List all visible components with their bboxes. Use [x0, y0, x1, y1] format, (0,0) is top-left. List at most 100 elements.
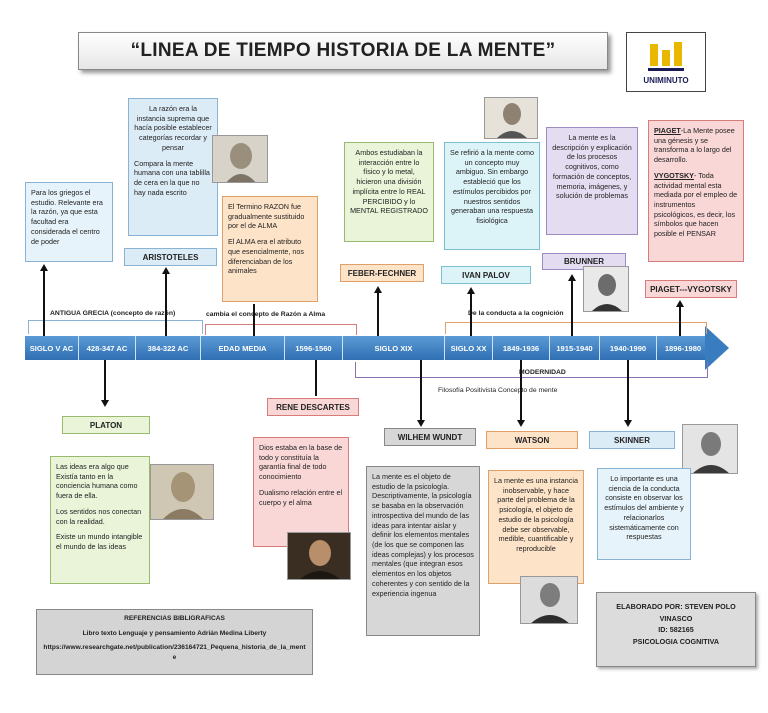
alma-box: El Termino RAZON fue gradualmente sustit…	[222, 196, 318, 302]
platon-box: Las ideas era algo que Existía tanto en …	[50, 456, 150, 584]
platon-text-3: Existe un mundo intangible el mundo de l…	[56, 532, 143, 552]
piaget-box: PIAGET-La Mente posee una génesis y se t…	[648, 120, 744, 262]
arrow-up-icon	[374, 286, 382, 293]
timeline-segment: 1896-1980	[664, 343, 702, 353]
watson-label: WATSON	[486, 431, 578, 449]
brunner-box: La mente es la descripción y explicación…	[546, 127, 638, 235]
timeline-segment: SIGLO XX	[445, 336, 493, 360]
uniminuto-logo: UNIMINUTO	[626, 32, 706, 92]
period-bracket-modernidad	[355, 362, 708, 378]
aristoteles-portrait	[212, 135, 268, 183]
timeline-segment: 1915-1940	[550, 336, 600, 360]
wundt-box: La mente es el objeto de estudio de la p…	[366, 466, 480, 636]
platon-portrait	[150, 464, 214, 520]
author-name: ELABORADO POR: STEVEN POLO VINASCO	[616, 602, 736, 623]
connector-line	[253, 304, 255, 336]
ivan-palov-label: IVAN PALOV	[441, 266, 531, 284]
vygotsky-text: - Toda actividad mental esta mediada por…	[654, 170, 738, 239]
piaget-text: -La Mente posee una génesis y se transfo…	[654, 126, 735, 165]
aristoteles-label: ARISTOTELES	[124, 248, 217, 266]
ivan-palov-box: Se refirió a la mente como un concepto m…	[444, 142, 540, 250]
timeline-segment: SIGLO V AC	[25, 336, 79, 360]
connector-line	[571, 280, 573, 336]
watson-portrait	[520, 576, 578, 624]
author-program: PSICOLOGIA COGNITIVA	[632, 636, 720, 646]
alma-text-2: El ALMA era el atributo que esencialment…	[228, 237, 304, 276]
ivan-palov-text: Se refirió a la mente como un concepto m…	[450, 148, 534, 226]
descartes-box: Dios estaba en la base de todo y constit…	[253, 437, 349, 547]
timeline-segment: 1596-1560	[285, 336, 343, 360]
period-bracket-antigua	[28, 320, 203, 334]
skinner-text: Lo importante es una ciencia de la condu…	[604, 474, 684, 542]
arrow-down-icon	[101, 400, 109, 407]
page-title: “LINEA DE TIEMPO HISTORIA DE LA MENTE”	[78, 32, 608, 70]
connector-line	[377, 292, 379, 336]
arrow-down-icon	[517, 420, 525, 427]
period-label-positivista: Filosofía Positivista Concepto de mente	[438, 387, 558, 394]
connector-line	[520, 360, 522, 420]
aristoteles-text-2: Compara la mente humana con una tablilla…	[134, 158, 210, 197]
connector-line	[104, 360, 106, 400]
ivan-palov-portrait	[484, 97, 538, 139]
timeline-segment: SIGLO XIX	[343, 336, 445, 360]
timeline-segment: 1849-1936	[493, 336, 550, 360]
alma-text-1: El Termino RAZON fue gradualmente sustit…	[228, 202, 305, 231]
timeline-segment: 1940-1990	[600, 336, 657, 360]
period-label-cambia: cambia el concepto de Razón a Alma	[206, 311, 326, 318]
period-bracket-cambia	[205, 324, 357, 335]
arrow-up-icon	[467, 287, 475, 294]
timeline-arrow-tip	[705, 326, 729, 370]
skinner-label: SKINNER	[589, 431, 675, 449]
logo-mark-icon	[648, 41, 684, 71]
watson-text: La mente es una instancia inobservable, …	[494, 476, 578, 554]
aristoteles-box: La razón era la instancia suprema que ha…	[128, 98, 218, 236]
skinner-box: Lo importante es una ciencia de la condu…	[597, 468, 691, 560]
references-title: REFERENCIAS BIBLIGRAFICAS	[124, 615, 225, 622]
piaget-name: PIAGET	[654, 126, 681, 135]
griegos-box: Para los griegos el estudio. Relevante e…	[25, 182, 113, 262]
piaget-vygotsky-label: PIAGET---VYGOTSKY	[645, 280, 737, 298]
platon-text-2: Los sentidos nos conectan con la realida…	[56, 506, 142, 526]
watson-box: La mente es una instancia inobservable, …	[488, 470, 584, 584]
brunner-text: La mente es la descripción y explicación…	[552, 133, 632, 201]
feber-label: FEBER-FECHNER	[340, 264, 424, 282]
platon-label: PLATON	[62, 416, 150, 434]
wundt-label: WILHEM WUNDT	[384, 428, 476, 446]
feber-box: Ambos estudiaban la interacción entre lo…	[344, 142, 434, 242]
period-label-antigua: ANTIGUA GRECIA (concepto de razón)	[50, 310, 176, 317]
vygotsky-name: VYGOTSKY	[654, 170, 694, 180]
connector-line	[315, 360, 317, 396]
period-label-modernidad: MODERNIDAD	[519, 369, 566, 376]
arrow-up-icon	[40, 264, 48, 271]
descartes-portrait	[287, 532, 351, 580]
descartes-text-2: Dualismo relación entre el cuerpo y el a…	[259, 487, 343, 507]
feber-text: Ambos estudiaban la interacción entre lo…	[350, 148, 428, 216]
griegos-text: Para los griegos el estudio. Relevante e…	[31, 188, 103, 246]
connector-line	[470, 293, 472, 336]
aristoteles-text-1: La razón era la instancia suprema que ha…	[134, 104, 212, 152]
brunner-portrait	[583, 266, 629, 312]
timeline-bar	[25, 336, 705, 360]
period-label-conducta: De la conducta a la cognición	[468, 310, 564, 317]
references-url[interactable]: https://www.researchgate.net/publication…	[43, 643, 306, 661]
arrow-down-icon	[417, 420, 425, 427]
skinner-portrait	[682, 424, 738, 474]
logo-text: UNIMINUTO	[643, 75, 689, 85]
timeline-segment: EDAD MEDIA	[201, 336, 285, 360]
connector-line	[165, 273, 167, 336]
platon-text-1: Las ideas era algo que Existía tanto en …	[56, 462, 138, 501]
period-bracket-conducta	[445, 322, 707, 334]
author-id: ID: 582165	[658, 625, 694, 635]
connector-line	[679, 306, 681, 336]
author-box: ELABORADO POR: STEVEN POLO VINASCO ID: 5…	[596, 592, 756, 667]
connector-line	[420, 360, 422, 420]
references-book: Libro texto Lenguaje y pensamiento Adriá…	[82, 629, 267, 637]
connector-line	[43, 270, 45, 336]
timeline-segment: 384-322 AC	[136, 336, 201, 360]
descartes-label: RENE DESCARTES	[267, 398, 359, 416]
references-box: REFERENCIAS BIBLIGRAFICAS Libro texto Le…	[36, 609, 313, 675]
descartes-text-1: Dios estaba en la base de todo y constit…	[259, 443, 343, 482]
arrow-down-icon	[624, 420, 632, 427]
arrow-up-icon	[162, 267, 170, 274]
wundt-text: La mente es el objeto de estudio de la p…	[372, 472, 474, 598]
